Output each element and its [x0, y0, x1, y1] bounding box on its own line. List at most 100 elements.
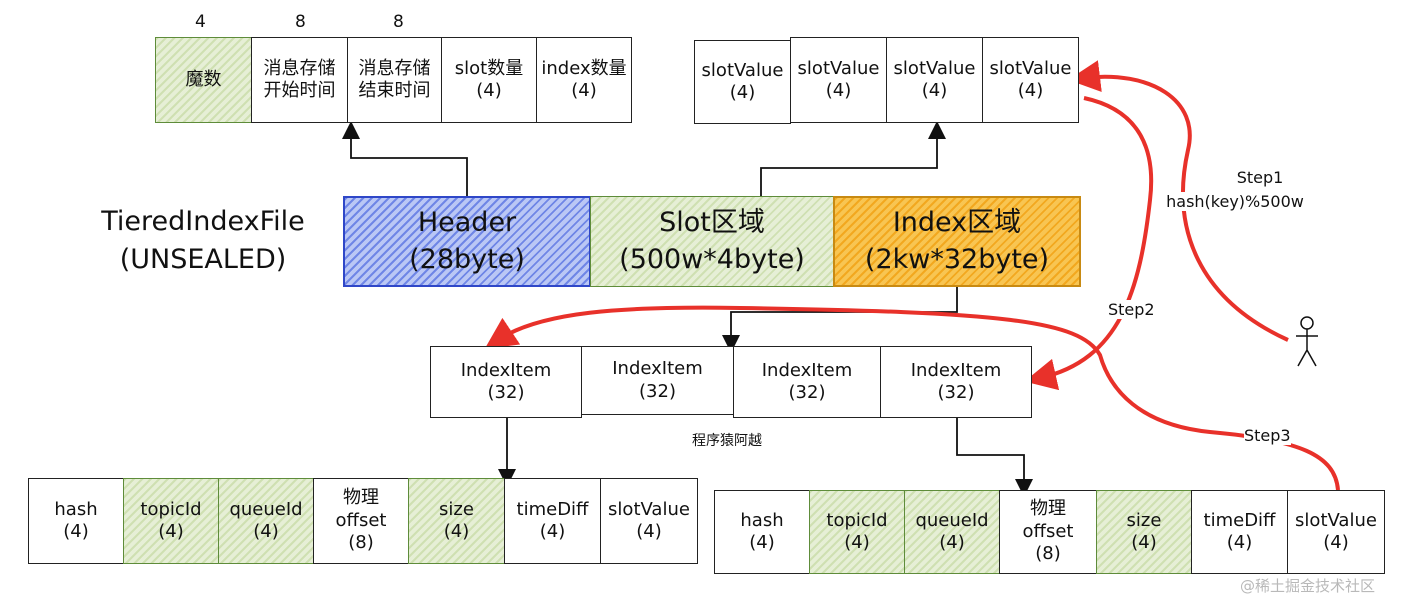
slot-value-cell: slotValue (4) — [790, 37, 887, 123]
user-stick-figure — [1296, 316, 1318, 367]
item-field-hash: hash (4) — [28, 478, 124, 564]
item-field-slot-value: slotValue (4) — [600, 478, 698, 564]
field-line: (4) — [939, 532, 965, 553]
field-line: offset — [335, 509, 387, 531]
segment-line: (2kw*32byte) — [864, 243, 1050, 275]
step1-title: Step1 — [1236, 168, 1284, 187]
watermark: @稀土掘金技术社区 — [1240, 577, 1376, 595]
cell-line: 开始时间 — [263, 80, 336, 101]
field-line: timeDiff — [516, 498, 589, 520]
item-field-topic-id: topicId (4) — [123, 478, 219, 564]
cell-line: (4) — [476, 80, 502, 101]
item-line: (32) — [937, 382, 975, 403]
size-label-start-time: 8 — [295, 12, 306, 32]
header-cell-end-time: 消息存储 结束时间 — [347, 37, 442, 123]
slot-value-cell: slotValue (4) — [694, 40, 791, 124]
header-cell-start-time: 消息存储 开始时间 — [251, 37, 348, 123]
item-field-queue-id: queueId (4) — [904, 490, 1000, 574]
cell-line: (4) — [921, 80, 948, 101]
cell-line: slotValue — [893, 57, 976, 79]
field-line: queueId — [915, 509, 989, 531]
index-segment: Index区域 (2kw*32byte) — [833, 196, 1081, 287]
item-line: (32) — [788, 382, 826, 403]
cell-line: slotValue — [989, 57, 1072, 79]
cell-line: 消息存储 — [358, 57, 431, 79]
item-field-time-diff: timeDiff (4) — [504, 478, 601, 564]
field-line: (4) — [539, 521, 566, 542]
header-cell-slot-count: slot数量 (4) — [441, 37, 537, 123]
item-line: IndexItem — [612, 358, 703, 379]
step1-detail: hash(key)%500w — [1160, 192, 1310, 211]
cell-line: 魔数 — [185, 68, 222, 90]
index-item: IndexItem (32) — [880, 346, 1032, 418]
field-line: slotValue — [1295, 509, 1377, 531]
segment-line: (500w*4byte) — [619, 243, 805, 275]
field-line: timeDiff — [1203, 509, 1276, 531]
size-label-end-time: 8 — [393, 12, 404, 32]
item-field-slot-value: slotValue (4) — [1287, 490, 1385, 574]
index-item: IndexItem (32) — [581, 346, 734, 415]
field-line: (4) — [63, 521, 89, 542]
author-label: 程序猿阿越 — [692, 433, 762, 449]
field-line: (8) — [348, 532, 374, 554]
item-line: (32) — [487, 382, 525, 403]
field-line: size — [439, 498, 474, 520]
cell-line: 消息存储 — [263, 57, 336, 79]
header-segment: Header (28byte) — [343, 196, 591, 287]
field-line: (4) — [1131, 532, 1157, 553]
file-title-line: TieredIndexFile — [101, 206, 305, 237]
index-item: IndexItem (32) — [430, 346, 582, 418]
cell-line: (4) — [825, 80, 852, 101]
slot-value-cell: slotValue (4) — [982, 37, 1079, 123]
file-title: TieredIndexFile (UNSEALED) — [96, 203, 310, 279]
item4-down-arrow — [956, 418, 1033, 497]
segment-line: (28byte) — [409, 243, 525, 275]
item-field-queue-id: queueId (4) — [218, 478, 314, 564]
cell-line: slot数量 — [454, 57, 524, 79]
field-line: 物理 — [1030, 498, 1066, 520]
field-line: (4) — [844, 532, 870, 553]
field-line: (4) — [253, 521, 279, 542]
field-line: offset — [1022, 520, 1074, 542]
field-line: (4) — [443, 521, 470, 542]
field-line: (4) — [1226, 532, 1253, 553]
field-line: size — [1126, 509, 1162, 531]
segment-line: Index区域 — [892, 207, 1022, 239]
header-cell-index-count: index数量 (4) — [536, 37, 632, 123]
item-field-size: size (4) — [1096, 490, 1192, 574]
size-label-magic: 4 — [195, 12, 206, 32]
step1-label: Step1 — [1210, 168, 1310, 187]
field-line: (8) — [1035, 543, 1061, 565]
item-field-physical-offset: 物理 offset (8) — [313, 478, 409, 564]
cell-line: (4) — [571, 80, 597, 101]
header-cell-magic: 魔数 — [155, 37, 252, 123]
slot-up-arrow — [760, 121, 946, 196]
item-field-physical-offset: 物理 offset (8) — [999, 490, 1097, 574]
item-line: IndexItem — [761, 359, 853, 381]
index-item: IndexItem (32) — [733, 346, 881, 418]
item-line: (32) — [639, 380, 676, 402]
cell-line: (4) — [729, 82, 756, 103]
cell-line: slotValue — [701, 59, 784, 81]
field-line: (4) — [158, 521, 184, 542]
step3-label: Step3 — [1244, 426, 1291, 445]
field-line: hash — [740, 509, 784, 531]
field-line: hash — [54, 498, 98, 520]
item-field-size: size (4) — [408, 478, 505, 564]
field-line: 物理 — [343, 487, 379, 509]
field-line: topicId — [140, 498, 202, 520]
segment-line: Slot区域 — [659, 207, 765, 239]
field-line: (4) — [1323, 532, 1349, 553]
cell-line: 结束时间 — [358, 80, 431, 101]
field-line: slotValue — [608, 498, 690, 520]
item-field-time-diff: timeDiff (4) — [1191, 490, 1288, 574]
cell-line: index数量 — [541, 57, 627, 79]
item-line: IndexItem — [910, 359, 1002, 381]
slot-value-cell: slotValue (4) — [886, 37, 983, 123]
slot-segment: Slot区域 (500w*4byte) — [590, 196, 834, 287]
step2-curve — [1024, 96, 1154, 391]
file-title-line: (UNSEALED) — [119, 244, 287, 275]
step1-curve — [1068, 60, 1289, 342]
field-line: queueId — [229, 498, 303, 520]
index-down-arrow — [722, 287, 958, 353]
